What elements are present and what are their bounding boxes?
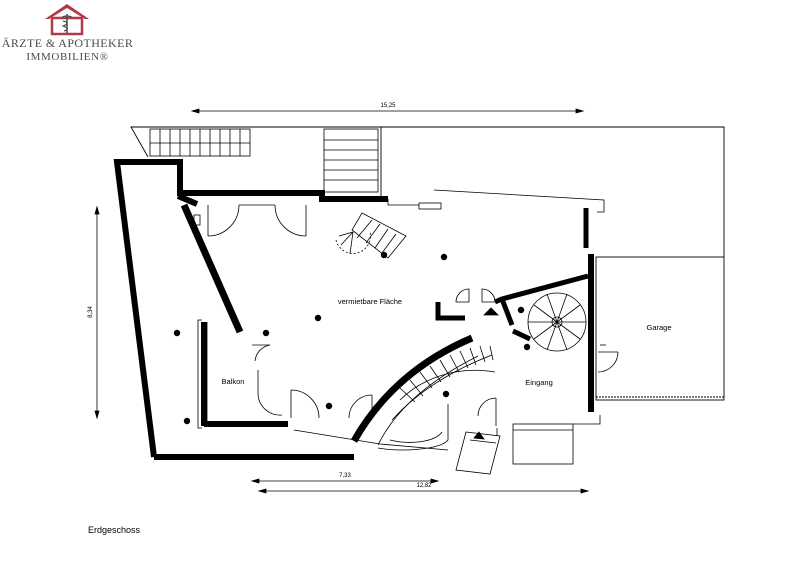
- columns: [173, 251, 531, 425]
- door-swings: [207, 204, 619, 426]
- room-label-garage: Garage: [646, 323, 671, 332]
- dimension-bottom-outer: [257, 488, 590, 494]
- dimension-top-label: 15,25: [380, 103, 396, 109]
- window-frames: [193, 189, 605, 465]
- curved-stairs: [377, 345, 496, 451]
- plot-boundary: [130, 126, 725, 257]
- dimension-bottom-inner: [250, 478, 440, 484]
- company-logo: ÄRZTE & APOTHEKER IMMOBILIEN®: [0, 0, 135, 70]
- stairs-top-center: [323, 128, 379, 193]
- stairs-top-left: [149, 128, 251, 157]
- house-caduceus-icon: [45, 4, 89, 36]
- spiral-stair-entrance: [527, 292, 587, 352]
- logo-registered-mark: ®: [99, 51, 109, 63]
- entrance-ramp: [455, 428, 501, 475]
- room-label-main: vermietbare Fläche: [338, 297, 402, 306]
- spiral-stair-top: [335, 212, 407, 259]
- room-label-entrance: Eingang: [525, 378, 553, 387]
- dimension-left: [94, 205, 100, 420]
- room-label-balcony: Balkon: [222, 377, 245, 386]
- logo-line-2-text: IMMOBILIEN: [26, 51, 100, 63]
- logo-line-2: IMMOBILIEN®: [0, 51, 135, 63]
- floor-caption: Erdgeschoss: [88, 525, 141, 535]
- dimension-bottom-inner-label: 7,33: [339, 473, 351, 479]
- curved-wall: [350, 334, 474, 443]
- garage-outline: [595, 256, 725, 401]
- logo-line-1: ÄRZTE & APOTHEKER: [1, 36, 134, 50]
- dimension-bottom-outer-label: 12,82: [416, 483, 432, 489]
- dimension-left-label: 8,34: [88, 306, 94, 318]
- exterior-walls: [113, 159, 594, 460]
- dimension-top: [190, 108, 585, 114]
